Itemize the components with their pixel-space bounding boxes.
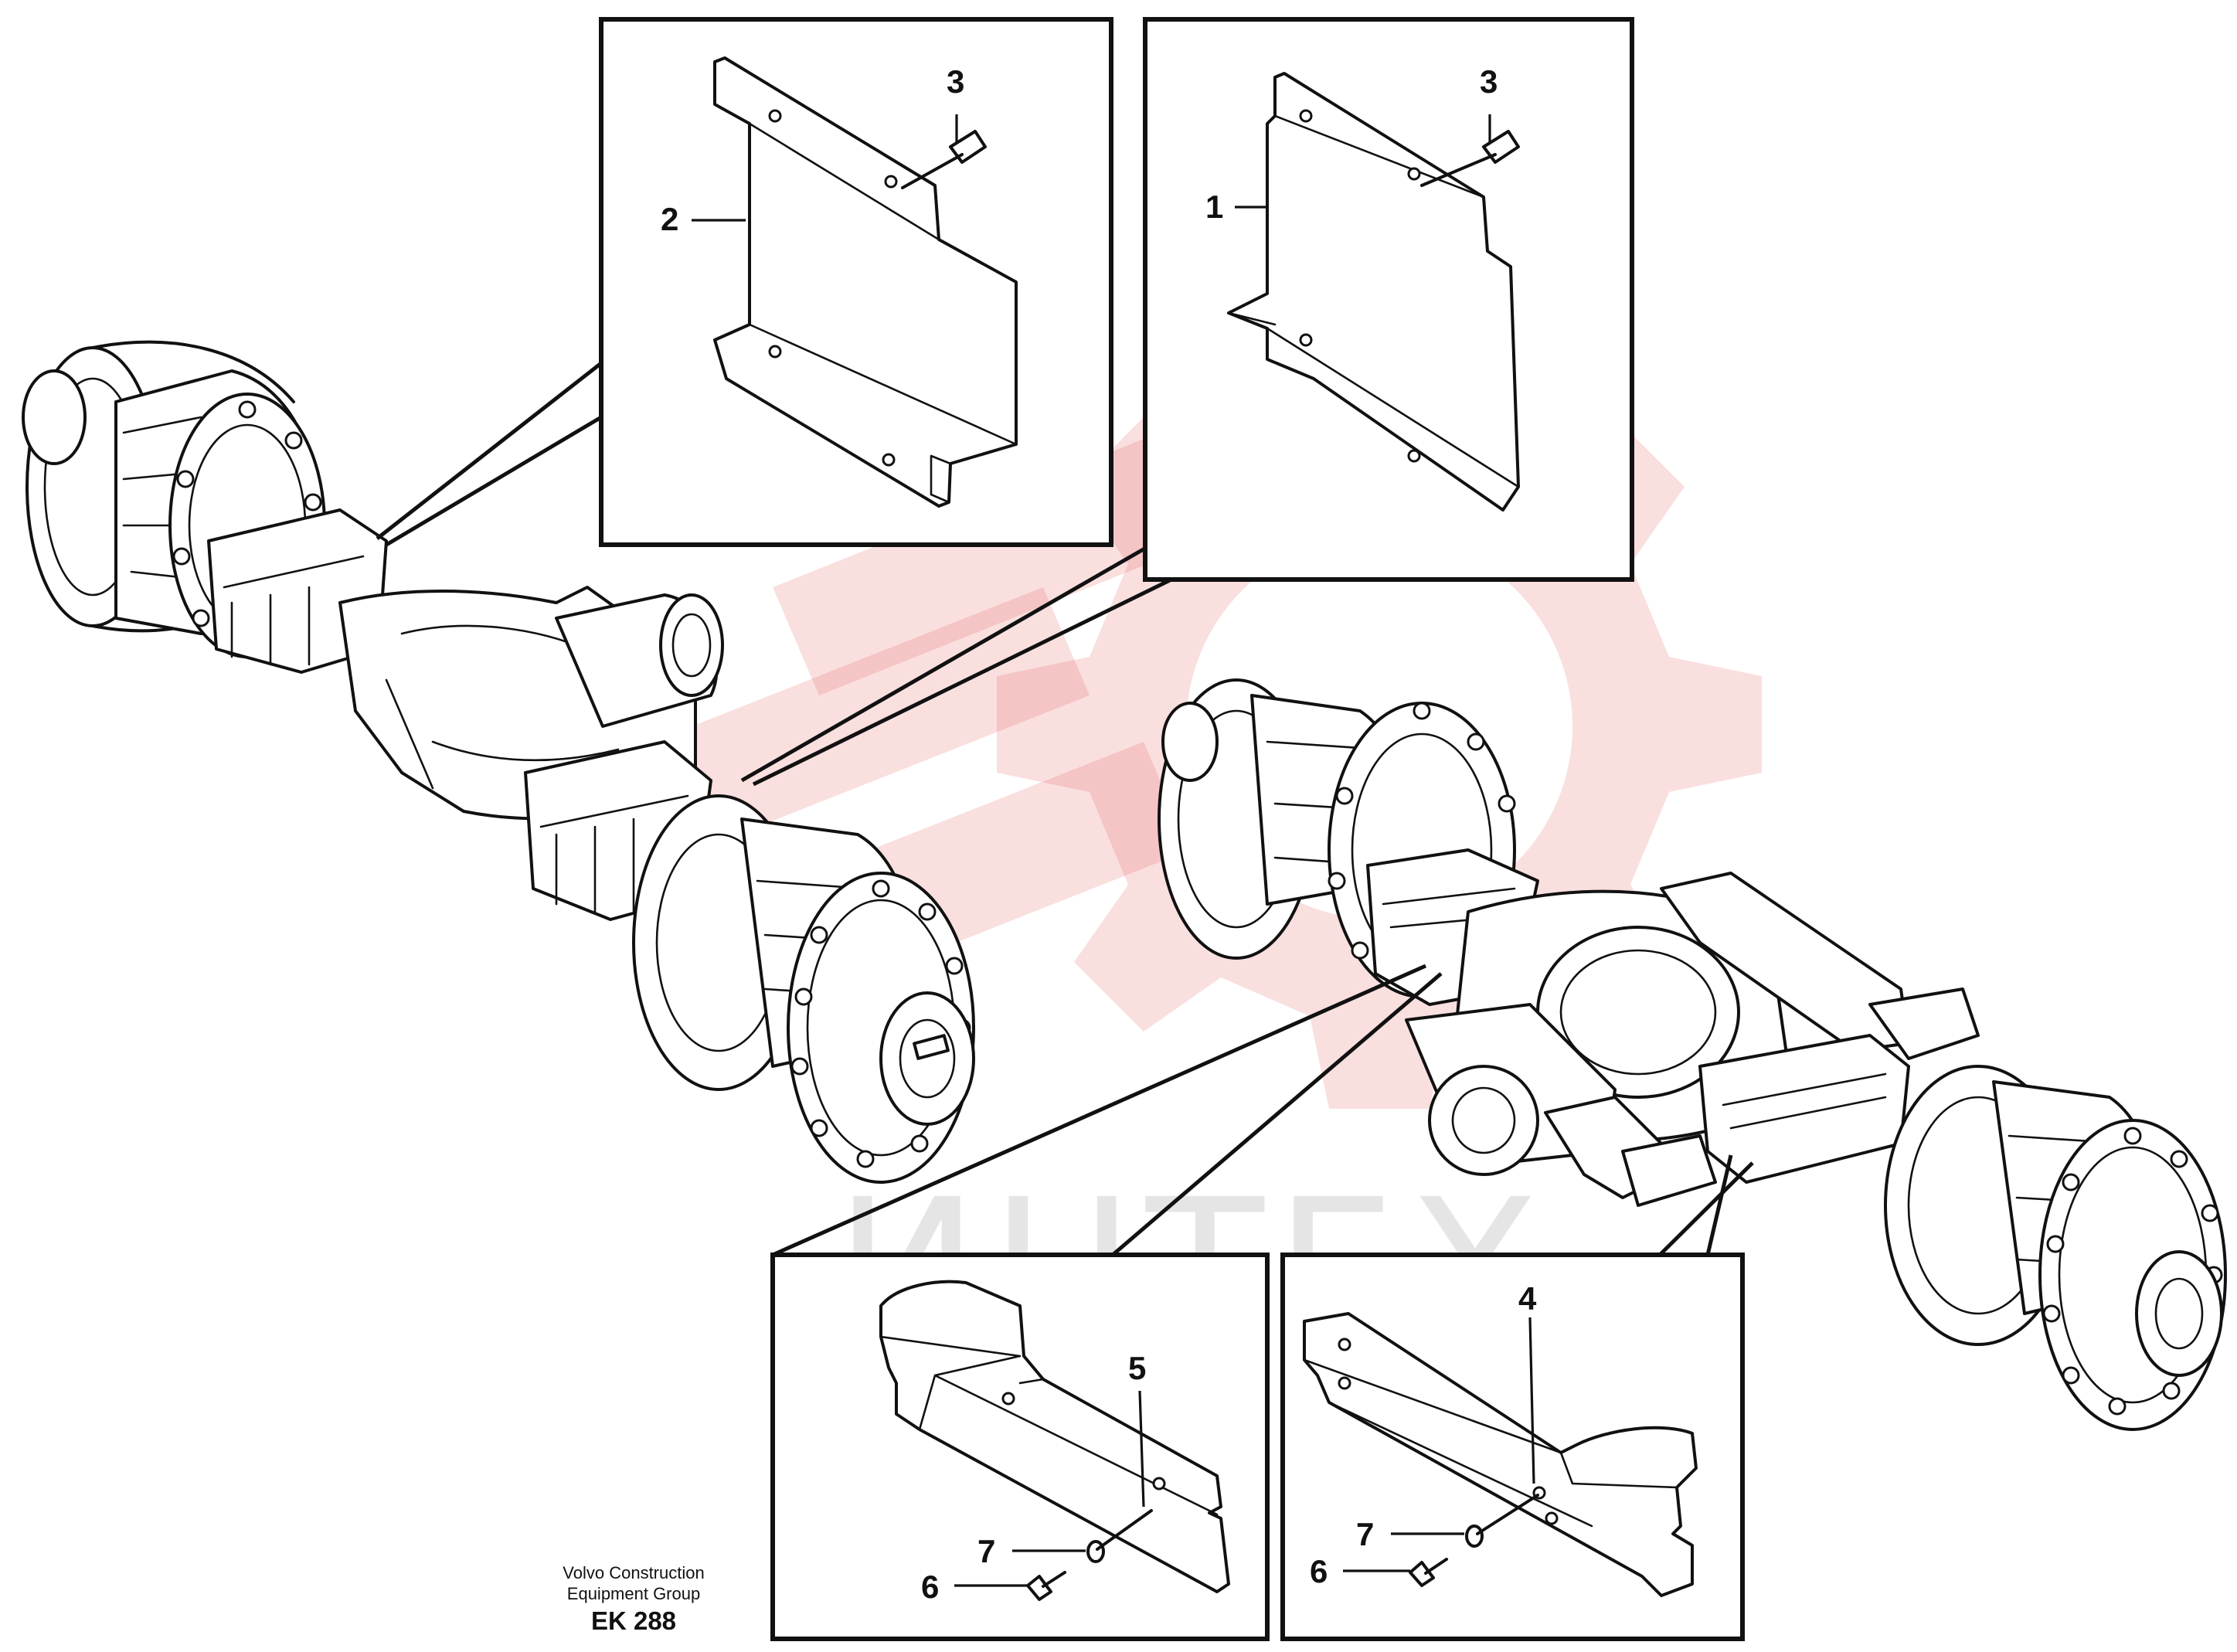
washer-7-bottom-left [1086, 1540, 1105, 1563]
footer-drawing-code: EK 288 [590, 1606, 677, 1635]
screw-6-bottom-right [1409, 1558, 1448, 1587]
label-guard-5: 5 [1128, 1350, 1146, 1386]
label-screw-6-bottom-left: 6 [921, 1569, 939, 1605]
label-washer-7-bottom-left: 7 [977, 1533, 995, 1569]
detail-box-top-right: 3 1 [1143, 17, 1634, 582]
detail-box-bottom-left: 5 7 6 [770, 1253, 1270, 1641]
washer-7-bottom-right [1465, 1525, 1484, 1548]
bolt-3-top-left [901, 130, 987, 189]
left-axle-assembly [22, 340, 975, 1184]
callout-connectors [376, 362, 1754, 1257]
label-plate-1: 1 [1205, 189, 1223, 225]
label-bolt-3-top-right: 3 [1480, 63, 1498, 100]
detail-box-top-left: 3 2 [599, 17, 1113, 547]
footer-company-line1: Volvo Construction [563, 1563, 705, 1582]
label-plate-2: 2 [661, 201, 678, 237]
label-screw-6-bottom-right: 6 [1310, 1553, 1328, 1589]
screw-6-bottom-left [1026, 1571, 1066, 1601]
bolt-3-top-right [1420, 130, 1520, 187]
label-bolt-3-top-left: 3 [947, 63, 964, 100]
right-axle-assembly [1158, 678, 2227, 1431]
detail-box-bottom-right: 4 7 6 [1280, 1253, 1745, 1641]
label-guard-4: 4 [1518, 1280, 1537, 1317]
footer-company-line2: Equipment Group [566, 1584, 701, 1603]
label-washer-7-bottom-right: 7 [1356, 1516, 1374, 1552]
